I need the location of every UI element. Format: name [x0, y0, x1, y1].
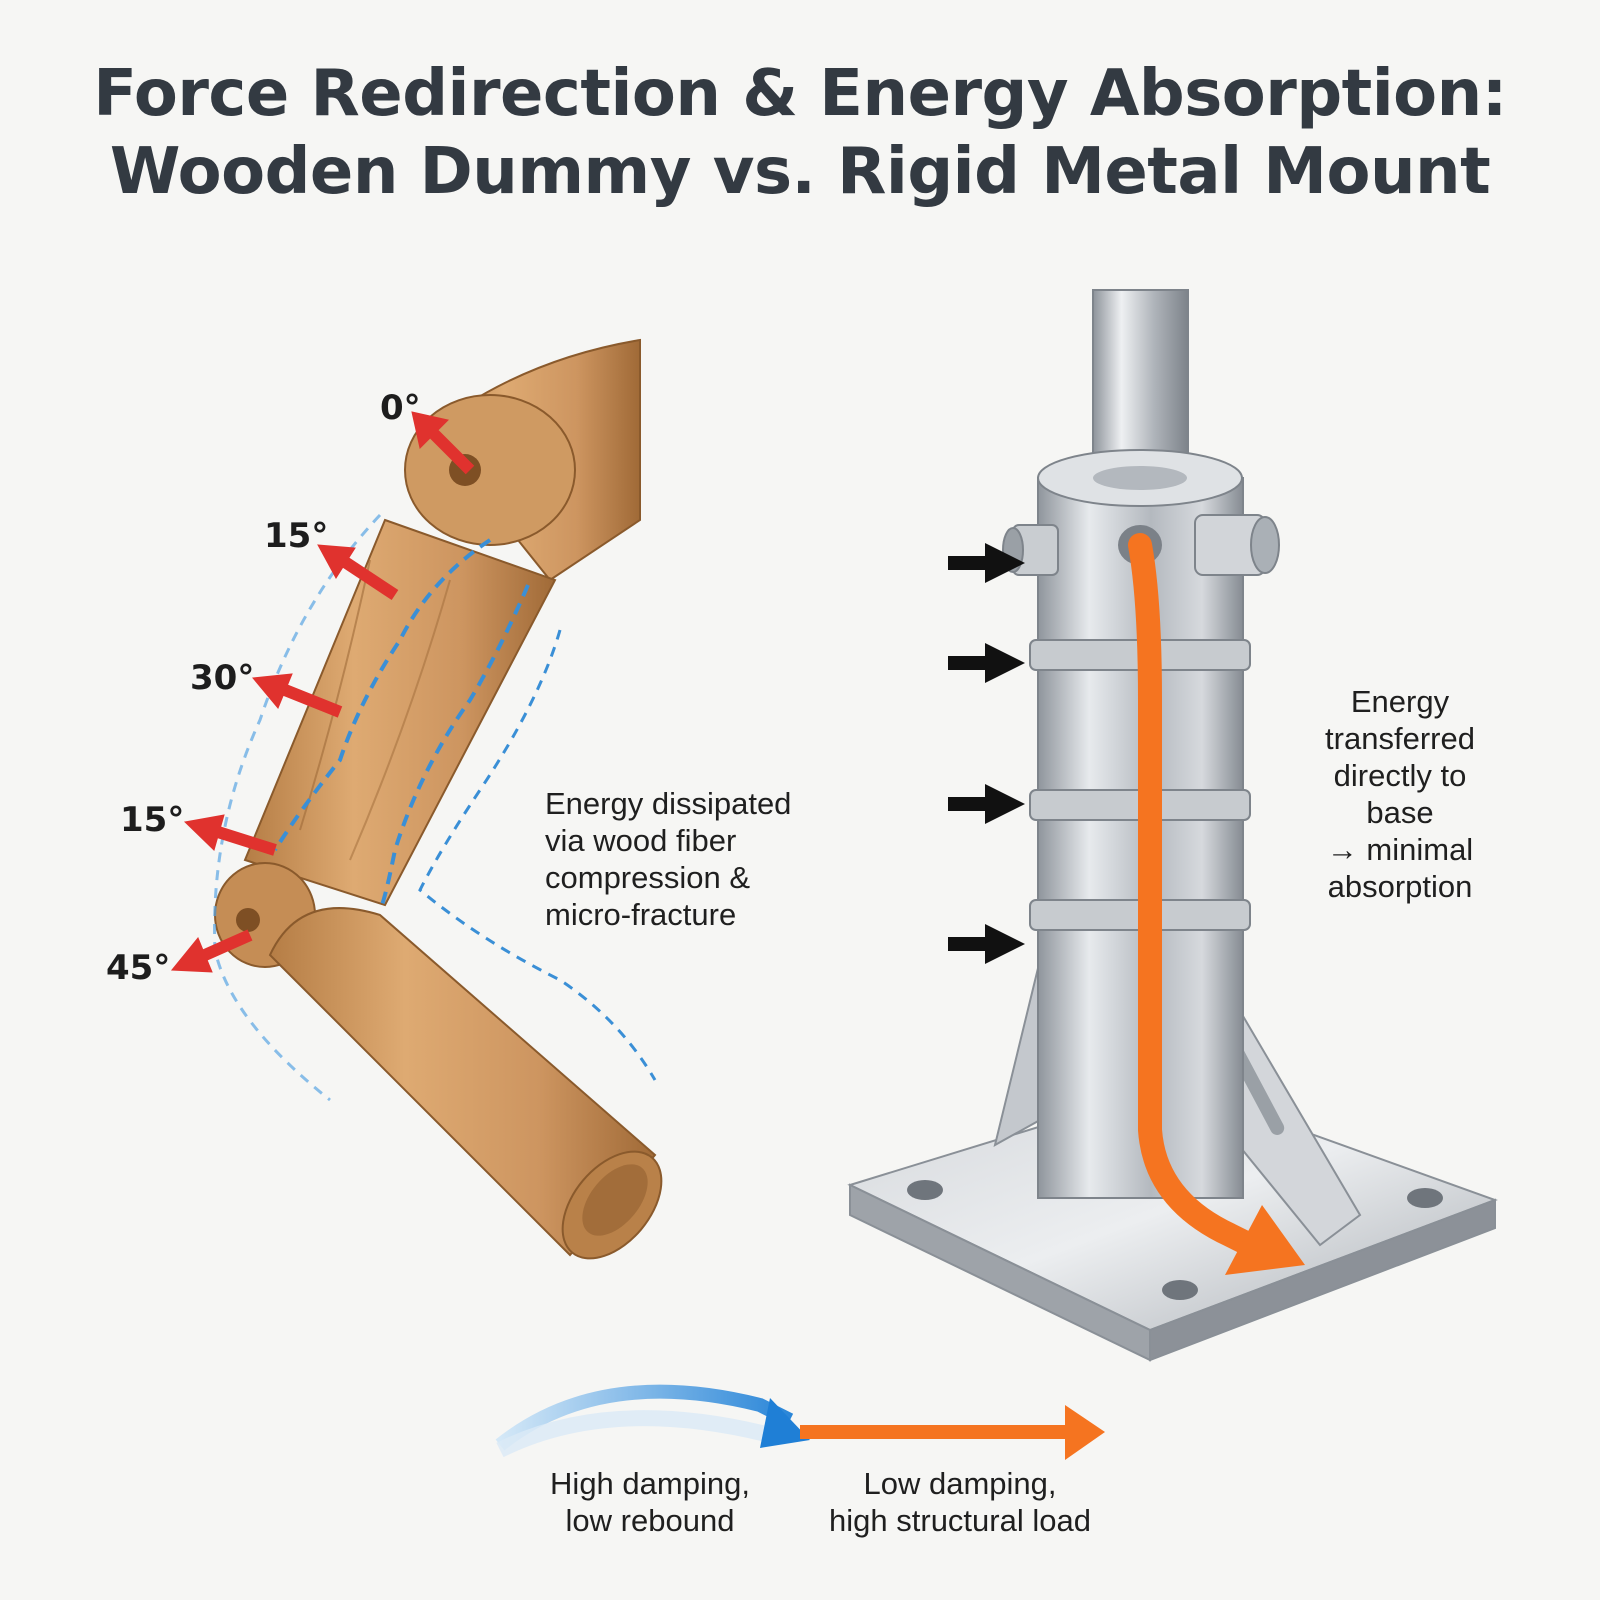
wood-caption-line: compression &: [545, 860, 751, 895]
wood-caption-line: micro-fracture: [545, 897, 737, 932]
mount-bolt-right: [1194, 514, 1280, 576]
metal-energy-caption: Energy transferred directly to base → mi…: [1290, 683, 1510, 905]
legend-low-damping-label: Low damping, high structural load: [800, 1465, 1120, 1539]
angle-label-15-lower: 15°: [120, 800, 185, 840]
page-title: Force Redirection & Energy Absorption: W…: [0, 55, 1600, 211]
impact-arrow-1: [948, 543, 1025, 583]
wood-caption-line: Energy dissipated: [545, 786, 792, 821]
force-arrow-0: [411, 411, 475, 475]
angle-label-15-upper: 15°: [264, 516, 329, 556]
wood-caption-line: via wood fiber: [545, 823, 737, 858]
metal-caption-line: absorption: [1327, 869, 1473, 904]
impact-arrow-4: [948, 924, 1025, 964]
impact-arrow-2: [948, 643, 1025, 683]
metal-caption-line: directly to: [1333, 758, 1467, 793]
energy-transfer-arrow: [1128, 533, 1305, 1275]
legend-high-damping-line: High damping,: [550, 1466, 750, 1501]
angle-label-30: 30°: [190, 658, 255, 698]
force-arrows: [170, 411, 475, 973]
angle-label-0: 0°: [380, 388, 421, 428]
legend-high-damping-line: low rebound: [565, 1503, 735, 1538]
legend-low-damping-line: Low damping,: [863, 1466, 1057, 1501]
force-arrow-45: [170, 929, 253, 973]
legend-low-damping-line: high structural load: [829, 1503, 1091, 1538]
metal-caption-line: Energy: [1350, 684, 1450, 719]
legend-low-damping-arrow: [800, 1405, 1105, 1460]
dummy-upper-segment: [243, 518, 557, 907]
impact-arrows: [948, 543, 1025, 964]
dummy-top-joint: [404, 394, 576, 546]
dummy-forearm: [268, 907, 657, 1257]
metal-mount: [847, 289, 1498, 1362]
dissipation-path-outer-right: [418, 629, 657, 1081]
dissipation-path-inner-1: [273, 538, 492, 852]
title-line-1: Force Redirection & Energy Absorption:: [93, 57, 1507, 131]
force-arrow-15-lower: [183, 814, 277, 856]
angle-label-45: 45°: [106, 948, 171, 988]
metal-caption-line: transferred: [1325, 721, 1475, 756]
force-arrow-30: [252, 673, 343, 718]
wooden-dummy-arm: [170, 338, 663, 1260]
force-arrow-15-upper: [317, 544, 399, 601]
dissipation-path-outer-left: [213, 513, 382, 1102]
legend-high-damping-label: High damping, low rebound: [500, 1465, 800, 1539]
wood-energy-caption: Energy dissipated via wood fiber compres…: [545, 785, 791, 933]
gusset-left: [993, 959, 1041, 1147]
impact-arrow-3: [948, 784, 1025, 824]
legend-high-damping-arrow: [495, 1384, 810, 1458]
title-line-2: Wooden Dummy vs. Rigid Metal Mount: [109, 135, 1491, 209]
dissipation-path-inner-2: [378, 584, 530, 911]
metal-caption-line: base: [1366, 795, 1434, 830]
metal-caption-line: → minimal: [1326, 832, 1474, 867]
